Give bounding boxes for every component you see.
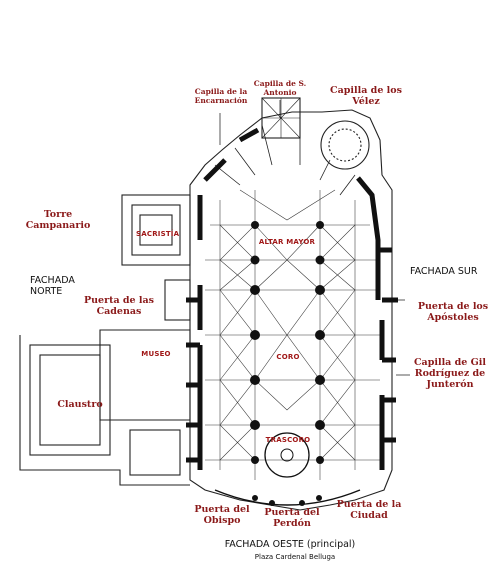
label-puerta-ciudad: Puerta de la Ciudad (336, 499, 402, 521)
label-capilla-velez: Capilla de los Vélez (330, 85, 402, 107)
chapel-vault (261, 97, 301, 139)
chapel-velez-rotunda (320, 120, 370, 170)
label-coro: CORO (276, 353, 300, 361)
cloister-inner (39, 354, 101, 446)
label-fachada-oeste: FACHADA OESTE (principal) (224, 539, 356, 550)
label-puerta-obispo: Puerta del Obispo (194, 504, 250, 526)
annex-room (129, 429, 181, 476)
label-capilla-junteron: Capilla de Gil Rodríguez de Junterón (414, 357, 486, 390)
label-capilla-san-antonio: Capilla de S. Antonio (253, 79, 307, 97)
label-capilla-encarnacion: Capilla de la Encarnación (194, 87, 248, 105)
label-torre-campanario: Torre Campanario (25, 209, 91, 231)
label-museo: MUSEO (141, 350, 171, 358)
label-puerta-perdon: Puerta del Perdón (264, 507, 320, 529)
label-claustro: Claustro (57, 399, 103, 410)
west-facade-curve (214, 489, 361, 506)
label-plaza-cardenal-belluga: Plaza Cardenal Belluga (254, 553, 336, 561)
label-fachada-norte: FACHADA NORTE (30, 275, 75, 297)
tower-block (121, 194, 191, 266)
label-trascoro: TRASCORO (265, 436, 311, 444)
north-annex-wall (19, 335, 190, 486)
label-altar-mayor: ALTAR MAYOR (258, 238, 316, 246)
leader-lines (219, 100, 410, 376)
label-puerta-apostoles: Puerta de los Apóstoles (417, 301, 489, 323)
sacristy-room (139, 214, 173, 246)
label-sacristia: SACRISTÍA (136, 230, 180, 238)
cloister-outline (99, 329, 191, 421)
facade-columns (252, 495, 322, 506)
cloister-court (29, 344, 111, 456)
piers (250, 221, 325, 464)
tower-inner (131, 204, 181, 256)
trascoro-center (280, 448, 294, 462)
thick-walls (186, 127, 398, 470)
label-puerta-cadenas: Puerta de las Cadenas (83, 295, 155, 317)
chapel-velez-star (328, 128, 362, 162)
apse-ribs (214, 124, 356, 196)
trascoro-circle (264, 432, 310, 478)
label-fachada-sur: FACHADA SUR (410, 266, 478, 277)
